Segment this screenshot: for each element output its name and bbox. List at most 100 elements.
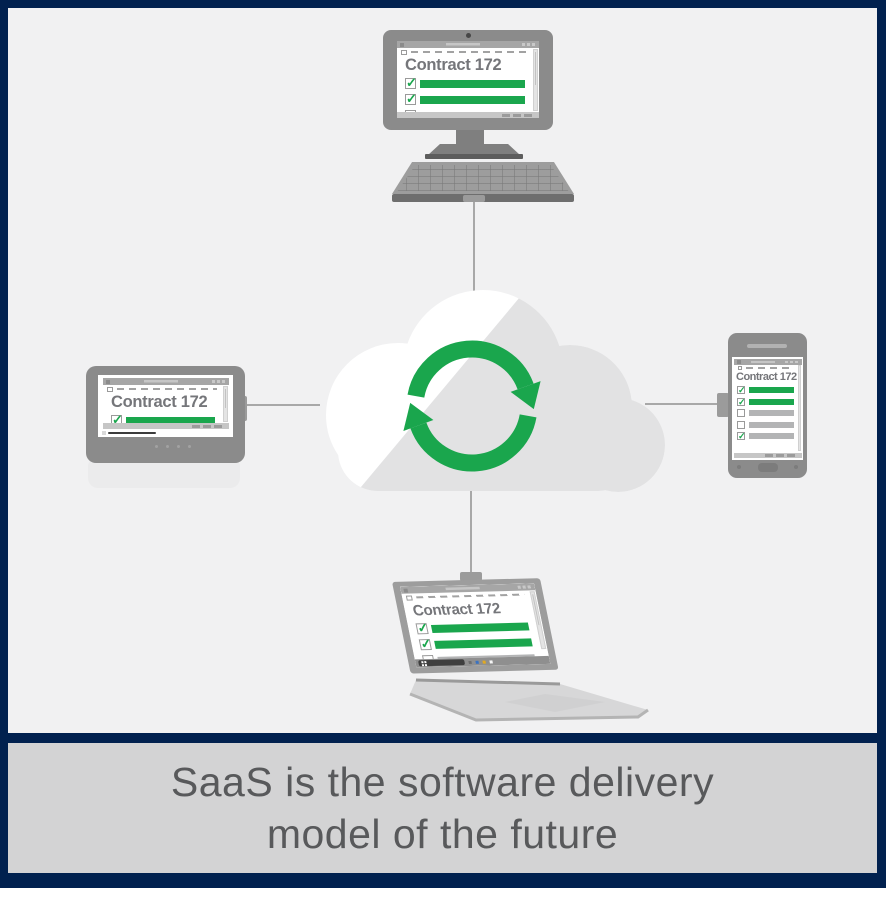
tablet-body: Contract 172 ✓✓ <box>86 366 245 463</box>
menu-items-placeholder <box>411 50 527 54</box>
monitor-stand-base <box>428 144 520 155</box>
checklist-row: ✓ <box>405 75 525 90</box>
window-statusbar <box>103 423 229 429</box>
page-icon <box>401 49 407 55</box>
taskbar-square <box>102 431 106 435</box>
monitor: Contract 172 ✓ ✓ <box>383 30 553 130</box>
contract-document-window: Contract 172 ✓✓ <box>400 583 549 660</box>
tablet-buttons <box>155 445 191 448</box>
caption-line2: model of the future <box>266 811 619 857</box>
window-menubar <box>734 365 802 372</box>
contract-document-window: Contract 172 ✓✓ <box>103 378 229 429</box>
scrollbar <box>533 49 538 111</box>
connector-line-bottom <box>470 485 472 577</box>
caption-panel: SaaS is the software delivery model of t… <box>8 743 877 873</box>
document-line-bar <box>749 433 794 439</box>
checkbox-checked-icon: ✓ <box>418 636 434 652</box>
checkbox-checked-icon: ✓ <box>737 431 746 441</box>
scrollbar <box>797 365 801 451</box>
statusbar-items <box>765 454 795 457</box>
webcam-icon <box>465 33 471 38</box>
scrollbar <box>223 386 228 422</box>
phone-home-button <box>757 463 778 472</box>
checklist-row: ✓ <box>415 620 530 636</box>
window-icon <box>106 379 110 384</box>
statusbar-items <box>192 424 222 428</box>
contract-checklist: ✓✓ <box>407 617 549 660</box>
checkbox-unchecked-icon <box>737 409 745 417</box>
monitor-screen: Contract 172 ✓ ✓ <box>397 41 539 118</box>
window-controls <box>212 380 226 383</box>
window-controls <box>785 360 799 363</box>
document-line-bar <box>420 79 525 88</box>
window-title-placeholder <box>751 360 775 363</box>
tablet-button-dot <box>188 445 191 448</box>
checklist-row: ✓ <box>737 385 794 395</box>
checklist-row: ✓ <box>405 92 525 105</box>
menu-items-placeholder <box>415 593 525 599</box>
connector-line-top <box>473 201 475 303</box>
page-icon <box>738 365 742 370</box>
contract-checklist: ✓✓✓ <box>734 384 802 441</box>
checkbox-checked-icon: ✓ <box>405 75 417 90</box>
page-icon <box>107 386 113 392</box>
checklist-row <box>737 409 794 417</box>
caption-line1: SaaS is the software delivery <box>170 759 715 805</box>
window-title-placeholder <box>120 380 202 383</box>
checkbox-checked-icon: ✓ <box>737 396 746 407</box>
checkbox-unchecked-icon <box>737 420 745 429</box>
diagram-panel: Contract 172 ✓✓ <box>8 8 877 733</box>
checklist-row <box>737 420 794 429</box>
cloud-sync-graphic <box>326 290 665 492</box>
connector-line-left <box>244 404 320 406</box>
checkbox-checked-icon: ✓ <box>737 385 746 395</box>
checklist-row: ✓ <box>737 431 794 441</box>
menu-items-placeholder <box>117 387 217 391</box>
phone-connector-tab <box>717 393 729 417</box>
document-line-bar <box>749 421 794 428</box>
checkbox-checked-icon: ✓ <box>415 620 430 636</box>
scrollbar-thumb <box>224 389 226 408</box>
statusbar-items <box>502 113 532 117</box>
monitor-stand-bar <box>425 154 523 159</box>
contract-document-window: Contract 172 ✓ ✓ <box>397 41 539 118</box>
window-titlebar <box>734 359 802 365</box>
document-line-bar <box>749 398 794 405</box>
phone-speaker <box>747 344 787 348</box>
tablet-button-dot <box>177 445 180 448</box>
tablet-button-dot <box>166 445 169 448</box>
window-controls <box>517 585 532 589</box>
contract-title: Contract 172 <box>736 371 797 383</box>
phone-button-dot <box>737 465 741 469</box>
menu-items-placeholder <box>746 366 790 369</box>
checklist-row: ✓ <box>737 396 794 407</box>
contract-title: Contract 172 <box>111 393 208 411</box>
phone-button-dot <box>794 465 798 469</box>
document-line-bar <box>749 387 794 393</box>
monitor-stand-neck <box>456 130 484 146</box>
keyboard-keys <box>397 165 569 191</box>
phone-body: Contract 172 ✓✓✓ <box>728 333 807 478</box>
window-title-placeholder <box>414 43 512 46</box>
tablet-button-dot <box>155 445 158 448</box>
contract-title: Contract 172 <box>405 56 502 74</box>
sync-arrows-icon <box>403 340 541 472</box>
window-statusbar <box>397 112 539 118</box>
connector-line-right <box>645 403 725 405</box>
document-line-bar <box>430 621 530 633</box>
window-titlebar <box>397 41 539 48</box>
document-line-bar <box>749 410 794 416</box>
document-line-bar <box>420 95 525 104</box>
document-line-bar <box>126 416 215 425</box>
laptop-screen: Contract 172 ✓✓ <box>400 583 551 668</box>
checklist-row: ✓ <box>418 636 533 652</box>
window-menubar <box>397 48 539 56</box>
contract-document-window: Contract 172 ✓✓✓ <box>734 359 802 458</box>
document-line-bar <box>434 637 533 649</box>
page-icon <box>405 594 413 601</box>
window-icon <box>737 359 741 364</box>
laptop-keyboard-deck <box>409 678 649 722</box>
window-titlebar <box>103 378 229 385</box>
